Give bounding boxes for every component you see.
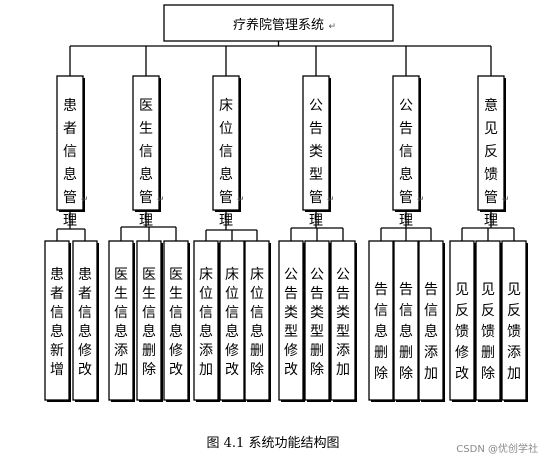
child-label-0-1: 患者信息修改 [78, 267, 92, 378]
root-label: 疗养院管理系统 [233, 17, 324, 33]
module-paragraph-mark-0: ↵ [81, 195, 89, 205]
child-label-5-2: 见反馈添加 [507, 282, 521, 382]
root-box [163, 4, 394, 42]
child-label-4-1: 告信息删除 [399, 282, 413, 382]
child-label-5-0: 见反馈修改 [455, 282, 469, 382]
figure-caption: 图 4.1 系统功能结构图 [206, 436, 340, 451]
child-box-5-1 [475, 240, 501, 401]
child-box-1-0 [108, 240, 134, 401]
child-label-0-0: 患者信息新增 [50, 267, 64, 378]
module-label-2: 床位信息管理 [219, 98, 233, 229]
child-box-3-1 [304, 240, 330, 401]
module-label-3: 公告类型管理 [309, 98, 323, 229]
child-label-2-0: 床位信息添加 [199, 267, 213, 378]
child-box-5-2 [501, 240, 527, 401]
module-label-4: 公告信息管理 [399, 98, 413, 229]
child-box-1-2 [163, 240, 189, 401]
child-box-4-1 [393, 240, 419, 401]
child-label-3-1: 公告类型删除 [310, 267, 324, 378]
module-box-4 [392, 75, 420, 211]
child-box-5-0 [449, 240, 475, 401]
child-label-1-2: 医生信息修改 [169, 267, 183, 378]
module-box-3 [302, 75, 330, 211]
child-label-1-0: 医生信息添加 [114, 267, 128, 378]
child-label-5-1: 见反馈删除 [481, 282, 495, 382]
csdn-watermark: CSDN @优创学社 [456, 444, 538, 455]
child-box-2-1 [219, 240, 245, 401]
module-paragraph-mark-2: ↵ [237, 195, 245, 205]
child-label-3-0: 公告类型修改 [284, 267, 298, 378]
child-label-3-2: 公告类型添加 [336, 267, 350, 378]
child-label-4-2: 告信息添加 [424, 282, 438, 382]
root-paragraph-mark: ↵ [329, 22, 337, 32]
child-label-2-2: 床位信息删除 [250, 267, 264, 378]
child-box-0-1 [72, 240, 98, 401]
child-label-4-0: 告信息删除 [374, 282, 388, 382]
child-box-2-0 [193, 240, 219, 401]
module-paragraph-mark-4: ↵ [417, 195, 425, 205]
child-box-0-0 [44, 240, 70, 401]
module-paragraph-mark-1: ↵ [157, 195, 165, 205]
child-label-1-1: 医生信息删除 [142, 267, 156, 378]
module-label-1: 医生信息管理 [139, 98, 153, 229]
child-box-3-0 [278, 240, 304, 401]
module-label-0: 患者信息管理 [63, 98, 77, 229]
child-label-2-1: 床位信息修改 [225, 267, 239, 378]
module-box-0 [56, 75, 84, 211]
module-paragraph-mark-5: ↵ [502, 195, 510, 205]
module-label-5: 意见反馈管理 [484, 97, 498, 229]
child-box-3-2 [330, 240, 356, 401]
child-box-1-1 [136, 240, 162, 401]
child-box-4-2 [418, 240, 444, 401]
module-paragraph-mark-3: ↵ [327, 195, 335, 205]
module-box-1 [132, 75, 160, 211]
child-box-2-2 [244, 240, 270, 401]
child-box-4-0 [368, 240, 394, 401]
module-box-5 [477, 75, 505, 211]
module-box-2 [212, 75, 240, 211]
